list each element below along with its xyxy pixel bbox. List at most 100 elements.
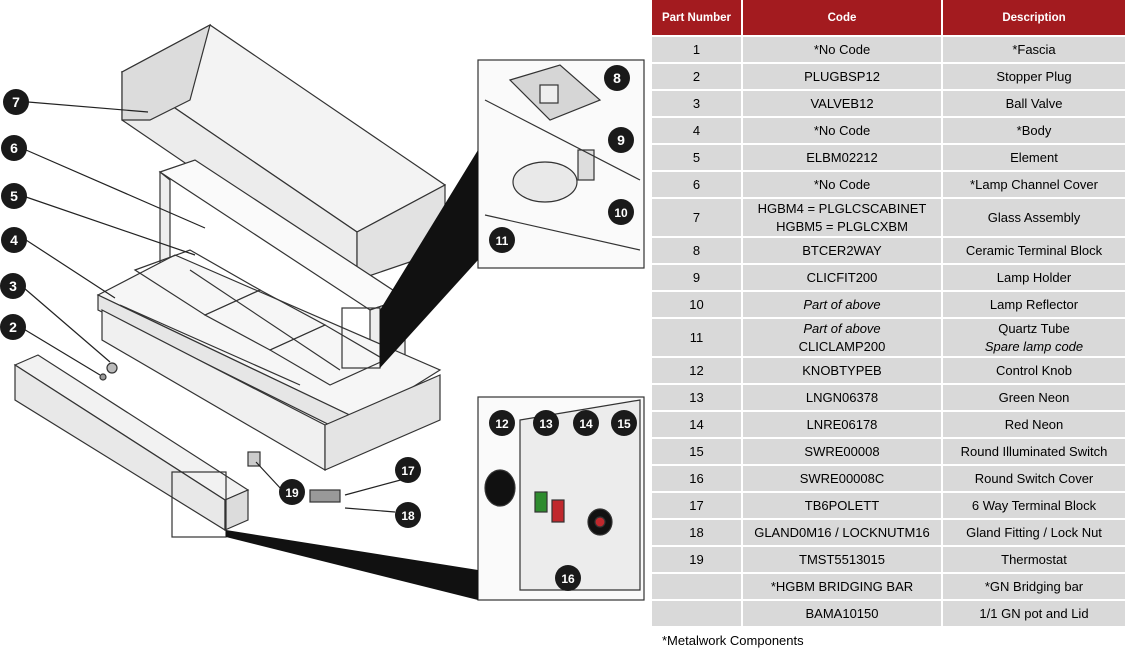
svg-text:13: 13: [539, 417, 553, 431]
cell-code: PLUGBSP12: [743, 64, 941, 89]
cell-code: KNOBTYPEB: [743, 358, 941, 383]
callout-16: 16: [555, 565, 581, 591]
cell-desc: *GN Bridging bar: [943, 574, 1125, 599]
cell-desc: Gland Fitting / Lock Nut: [943, 520, 1125, 545]
cell-part: 9: [652, 265, 741, 290]
table-row: *HGBM BRIDGING BAR*GN Bridging bar: [652, 574, 1125, 599]
exploded-parts-diagram: 7 6 5 4 3 2 8 9 10 11 12 13 14 15 16 17 …: [0, 23, 645, 601]
cell-part: 17: [652, 493, 741, 518]
cell-code: CLICFIT200: [743, 265, 941, 290]
callout-4: 4: [1, 227, 27, 253]
cell-part: [652, 574, 741, 599]
leader-lines: [21, 101, 409, 513]
cell-desc: Lamp Reflector: [943, 292, 1125, 317]
svg-text:10: 10: [614, 206, 628, 220]
svg-text:3: 3: [9, 278, 17, 294]
ball-valve-drawing: [106, 362, 118, 374]
callout-12: 12: [489, 410, 515, 436]
cell-part: 6: [652, 172, 741, 197]
svg-text:7: 7: [12, 94, 20, 110]
cell-part: 13: [652, 385, 741, 410]
callout-10: 10: [608, 199, 634, 225]
cell-desc: 6 Way Terminal Block: [943, 493, 1125, 518]
cell-code: *No Code: [743, 37, 941, 62]
code-line-1: Part of above: [803, 320, 881, 336]
svg-text:17: 17: [401, 464, 415, 478]
control-inset-parts: [484, 399, 641, 591]
callout-8: 8: [604, 65, 630, 91]
svg-text:12: 12: [495, 417, 509, 431]
lamp-inset-parts: [484, 64, 641, 251]
svg-text:15: 15: [617, 417, 631, 431]
cell-code: TB6POLETT: [743, 493, 941, 518]
cell-part: 18: [652, 520, 741, 545]
cell-desc: Ball Valve: [943, 91, 1125, 116]
cell-desc: *Lamp Channel Cover: [943, 172, 1125, 197]
svg-text:9: 9: [617, 132, 625, 148]
svg-text:4: 4: [10, 232, 18, 248]
svg-text:19: 19: [285, 486, 299, 500]
cell-desc: Green Neon: [943, 385, 1125, 410]
callout-7: 7: [3, 89, 29, 115]
cell-part: 16: [652, 466, 741, 491]
cell-desc: Red Neon: [943, 412, 1125, 437]
cell-code: *No Code: [743, 172, 941, 197]
callout-6: 6: [1, 135, 27, 161]
callout-18: 18: [395, 502, 421, 528]
cell-desc: Lamp Holder: [943, 265, 1125, 290]
header-part-number: Part Number: [652, 0, 741, 35]
cell-part: 8: [652, 238, 741, 263]
svg-text:11: 11: [496, 234, 509, 248]
callout-13: 13: [533, 410, 559, 436]
cell-part: 10: [652, 292, 741, 317]
cell-part: 7: [652, 199, 741, 236]
svg-text:16: 16: [561, 572, 575, 586]
cell-code: *No Code: [743, 118, 941, 143]
stopper-plug-drawing: [99, 373, 107, 381]
callout-19: 19: [279, 479, 305, 505]
desc-line-2: Spare lamp code: [984, 338, 1084, 354]
cell-part: 19: [652, 547, 741, 572]
terminal-block-drawing: [309, 489, 341, 503]
cell-code: GLAND0M16 / LOCKNUTM16: [743, 520, 941, 545]
callout-2: 2: [0, 314, 26, 340]
svg-text:8: 8: [613, 70, 621, 86]
cell-desc: Stopper Plug: [943, 64, 1125, 89]
cell-desc: Ceramic Terminal Block: [943, 238, 1125, 263]
table-header-row: Part Number Code Description: [652, 0, 1125, 35]
header-description: Description: [943, 0, 1125, 35]
code-line-1: HGBM4 = PLGLCSCABINET: [757, 200, 927, 216]
callout-9: 9: [608, 127, 634, 153]
cell-code: SWRE00008: [743, 439, 941, 464]
cell-desc: 1/1 GN pot and Lid: [943, 601, 1125, 626]
cell-code: ELBM02212: [743, 145, 941, 170]
cell-desc: *Fascia: [943, 37, 1125, 62]
highlight-control-area: [171, 471, 227, 538]
cell-desc: Control Knob: [943, 358, 1125, 383]
desc-line-1: Quartz Tube: [998, 320, 1070, 336]
cell-code: SWRE00008C: [743, 466, 941, 491]
cell-part: 5: [652, 145, 741, 170]
code-line-2: CLICLAMP200: [798, 338, 886, 354]
svg-text:14: 14: [579, 417, 593, 431]
cell-desc: *Body: [943, 118, 1125, 143]
cell-code: LNRE06178: [743, 412, 941, 437]
callout-15: 15: [611, 410, 637, 436]
cell-part: 2: [652, 64, 741, 89]
cell-code: *HGBM BRIDGING BAR: [743, 574, 941, 599]
parts-table: Part Number Code Description 1*No Code*F…: [650, 0, 1127, 628]
cell-desc: Thermostat: [943, 547, 1125, 572]
cell-desc: Element: [943, 145, 1125, 170]
cell-code: BAMA10150: [743, 601, 941, 626]
cell-part: 1: [652, 37, 741, 62]
